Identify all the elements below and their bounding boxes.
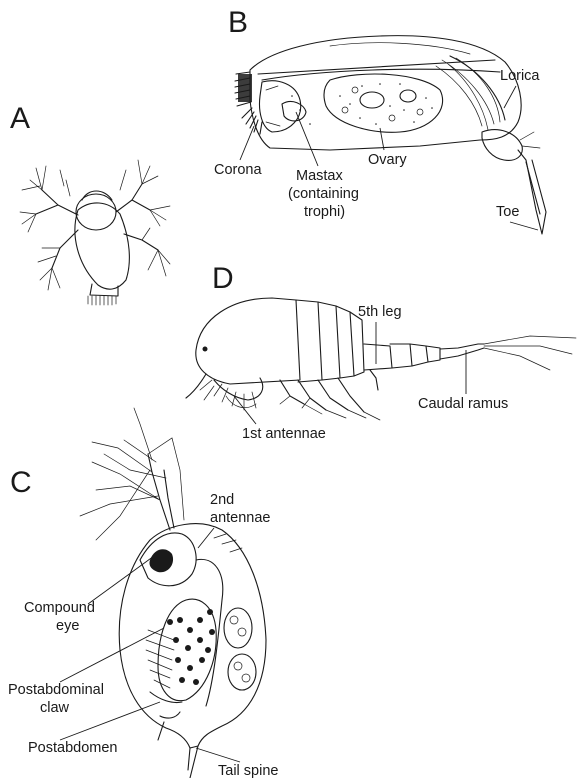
nauplius-drawing bbox=[20, 160, 170, 305]
label-tail-spine: Tail spine bbox=[218, 763, 278, 778]
label-first-antennae: 1st antennae bbox=[242, 426, 326, 442]
leader-mastax bbox=[296, 112, 318, 166]
label-postabdominal-claw-line1: Postabdominal bbox=[8, 682, 104, 698]
label-toe: Toe bbox=[496, 204, 519, 220]
label-postabdomen: Postabdomen bbox=[28, 740, 117, 756]
panel-c-letter: C bbox=[10, 466, 32, 499]
panel-d-letter: D bbox=[212, 262, 234, 295]
leader-lorica bbox=[504, 86, 516, 108]
panel-a: A bbox=[10, 102, 170, 305]
label-caudal-ramus: Caudal ramus bbox=[418, 396, 508, 412]
label-fifth-leg: 5th leg bbox=[358, 304, 402, 320]
label-mastax-line3: trophi) bbox=[304, 204, 345, 220]
leader-corona bbox=[240, 126, 254, 160]
label-compound-eye-line1: Compound bbox=[24, 600, 95, 616]
label-mastax-line2: (containing bbox=[288, 186, 359, 202]
panel-d: D bbox=[186, 262, 576, 442]
leader-first-antennae bbox=[234, 396, 256, 424]
leader-second-antennae bbox=[198, 528, 214, 548]
label-compound-eye-line2: eye bbox=[56, 618, 79, 634]
leader-tail-spine bbox=[196, 748, 240, 762]
panel-c: C bbox=[8, 408, 278, 778]
label-second-antennae-line2: antennae bbox=[210, 510, 270, 526]
label-second-antennae-line1: 2nd bbox=[210, 492, 234, 508]
label-postabdominal-claw-line2: claw bbox=[40, 700, 70, 716]
label-ovary: Ovary bbox=[368, 152, 407, 168]
label-corona: Corona bbox=[214, 162, 262, 178]
leader-postabdomen bbox=[60, 702, 160, 740]
panel-b-letter: B bbox=[228, 6, 248, 39]
panel-b: B bbox=[214, 6, 546, 234]
label-mastax-line1: Mastax bbox=[296, 168, 343, 184]
leader-toe bbox=[510, 222, 538, 230]
leader-ovary bbox=[380, 128, 384, 150]
label-lorica: Lorica bbox=[500, 68, 540, 84]
panel-a-letter: A bbox=[10, 102, 30, 135]
daphnia-drawing bbox=[80, 408, 266, 778]
leader-postabdominal-claw bbox=[60, 628, 164, 682]
leader-compound-eye bbox=[88, 556, 154, 604]
